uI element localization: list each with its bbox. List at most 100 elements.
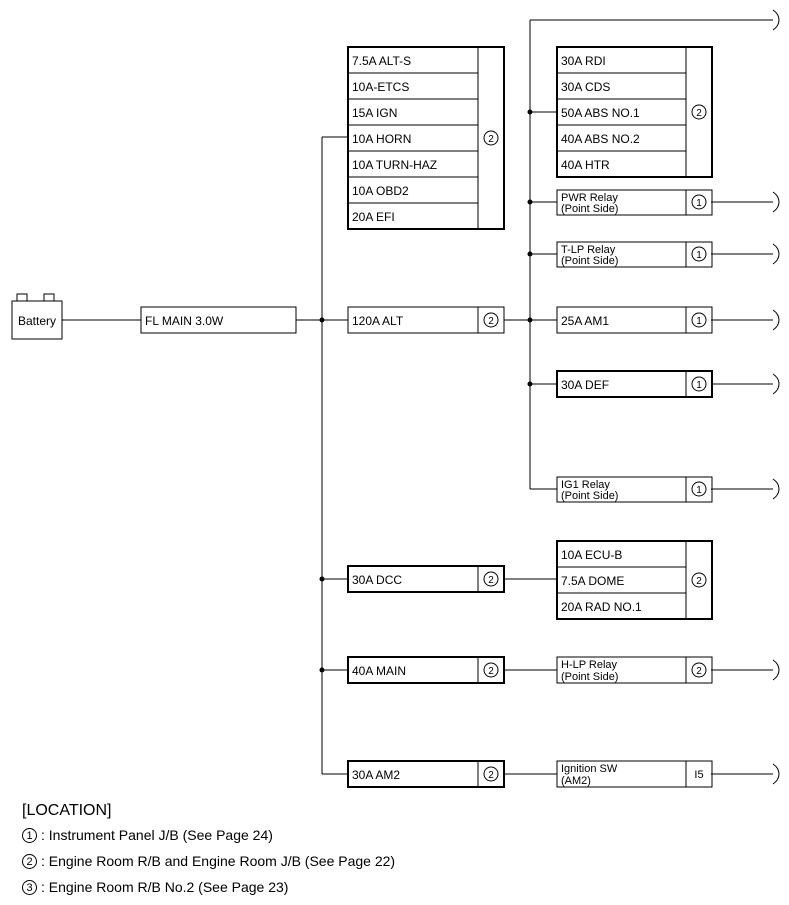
- location-marker: [691, 104, 707, 120]
- continuation-bracket: [772, 478, 780, 500]
- fuse-label: 10A OBD2: [352, 184, 409, 198]
- battery-terminal: [16, 293, 28, 302]
- wires: [62, 9, 780, 785]
- fuse-label: 30A RDI: [561, 54, 606, 68]
- continuation-bracket: [772, 9, 780, 31]
- junction-dot: [527, 381, 533, 387]
- fuse-label: 10A HORN: [352, 132, 411, 146]
- fuse-label: 20A RAD NO.1: [561, 600, 642, 614]
- location-marker: [691, 662, 707, 678]
- battery-terminal: [43, 293, 55, 302]
- relay-label: H-LP Relay: [561, 659, 618, 671]
- junction-dot: [527, 109, 533, 115]
- legend-number: 2: [22, 853, 37, 869]
- location-marker: [483, 312, 499, 328]
- fuse-main: 40A MAIN 2: [347, 656, 505, 684]
- fuse-label: 30A DCC: [352, 573, 402, 587]
- relay-sublabel: (Point Side): [561, 671, 618, 683]
- location-marker: [483, 662, 499, 678]
- location-marker: [691, 194, 707, 210]
- location-number: 2: [696, 666, 702, 677]
- legend-number: 3: [22, 879, 37, 895]
- junction-dot: [527, 199, 533, 205]
- junction-dot: [527, 317, 533, 323]
- fuse-label: 15A IGN: [352, 106, 397, 120]
- fuse-label: 50A ABS NO.1: [561, 106, 640, 120]
- location-number: 2: [488, 134, 494, 145]
- junction-dot: [319, 667, 325, 673]
- fuse-am1: 25A AM1 1: [556, 306, 713, 334]
- junction-dot: [319, 576, 325, 582]
- location-number: 2: [488, 575, 494, 586]
- legend-item: 1 : Instrument Panel J/B (See Page 24): [22, 827, 273, 843]
- legend-title: [LOCATION]: [22, 802, 112, 819]
- continuation-bracket: [772, 191, 780, 213]
- fuse-block-a: 7.5A ALT-S 10A-ETCS 15A IGN 10A HORN 10A…: [347, 46, 505, 230]
- battery: Battery: [11, 293, 63, 340]
- fuse-label: 10A ECU-B: [561, 548, 622, 562]
- fuse-label: 40A MAIN: [352, 664, 406, 678]
- fuse-label: 25A AM1: [561, 314, 609, 328]
- location-marker: [483, 571, 499, 587]
- continuation-bracket: [772, 763, 780, 785]
- location-number: 1: [696, 316, 702, 327]
- location-number: 2: [696, 108, 702, 119]
- ig1-relay: IG1 Relay (Point Side) 1: [556, 476, 713, 503]
- relay-label: T-LP Relay: [561, 244, 616, 256]
- legend-number: 1: [22, 827, 37, 843]
- battery-body: [11, 300, 63, 340]
- fuse-label: 40A ABS NO.2: [561, 132, 640, 146]
- fuse-label: 30A CDS: [561, 80, 610, 94]
- battery-label: Battery: [18, 314, 56, 328]
- relay-sublabel: (Point Side): [561, 490, 618, 502]
- fuse-am2: 30A AM2 2: [347, 760, 505, 788]
- location-marker: [483, 766, 499, 782]
- location-number: 1: [696, 250, 702, 261]
- continuation-bracket: [772, 373, 780, 395]
- location-number: 1: [696, 485, 702, 496]
- fuse-label: 30A AM2: [352, 768, 400, 782]
- location-marker: [691, 312, 707, 328]
- switch-label: Ignition SW: [561, 763, 618, 775]
- continuation-bracket: [772, 309, 780, 331]
- fuse-label: 7.5A DOME: [561, 574, 624, 588]
- location-number: 2: [488, 666, 494, 677]
- location-number: 2: [488, 316, 494, 327]
- fuse-label: 10A-ETCS: [352, 80, 409, 94]
- legend-item: 2 : Engine Room R/B and Engine Room J/B …: [22, 853, 395, 869]
- hlp-relay: H-LP Relay (Point Side) 2: [556, 656, 713, 684]
- fuse-def: 30A DEF 1: [556, 370, 713, 398]
- fl-main-label: FL MAIN 3.0W: [145, 314, 224, 328]
- fuse-block-b: 30A RDI 30A CDS 50A ABS NO.1 40A ABS NO.…: [556, 46, 713, 178]
- relay-label: IG1 Relay: [561, 479, 610, 491]
- location-marker: [691, 572, 707, 588]
- junction-dot: [319, 317, 325, 323]
- fuse-block-c: 10A ECU-B 7.5A DOME 20A RAD NO.1 2: [556, 540, 713, 620]
- fuse-label: 30A DEF: [561, 378, 609, 392]
- legend-item: 3 : Engine Room R/B No.2 (See Page 23): [22, 879, 288, 895]
- tlp-relay: T-LP Relay (Point Side) 1: [556, 241, 713, 268]
- fuse-label: 10A TURN-HAZ: [352, 158, 437, 172]
- fuse-block-a-frame: [347, 46, 505, 230]
- fuse-dcc: 30A DCC 2: [347, 565, 505, 593]
- fuse-label: 7.5A ALT-S: [352, 54, 411, 68]
- location-marker: [691, 246, 707, 262]
- fl-main-box: [140, 306, 297, 334]
- legend-text: : Engine Room R/B No.2 (See Page 23): [41, 879, 289, 895]
- legend-text: : Engine Room R/B and Engine Room J/B (S…: [41, 853, 396, 869]
- location-number: 2: [488, 770, 494, 781]
- ignition-switch: Ignition SW (AM2) I5: [556, 760, 713, 788]
- relay-sublabel: (Point Side): [561, 203, 618, 215]
- fuse-label: 20A EFI: [352, 210, 395, 224]
- location-number: 1: [696, 380, 702, 391]
- location-marker: [691, 376, 707, 392]
- fuse-alt: 120A ALT 2: [347, 306, 505, 334]
- fuse-label: 40A HTR: [561, 158, 610, 172]
- location-number: 1: [696, 198, 702, 209]
- relay-label: PWR Relay: [561, 192, 618, 204]
- junction-dot: [527, 251, 533, 257]
- continuation-bracket: [772, 659, 780, 681]
- switch-sublabel: (AM2): [561, 775, 591, 787]
